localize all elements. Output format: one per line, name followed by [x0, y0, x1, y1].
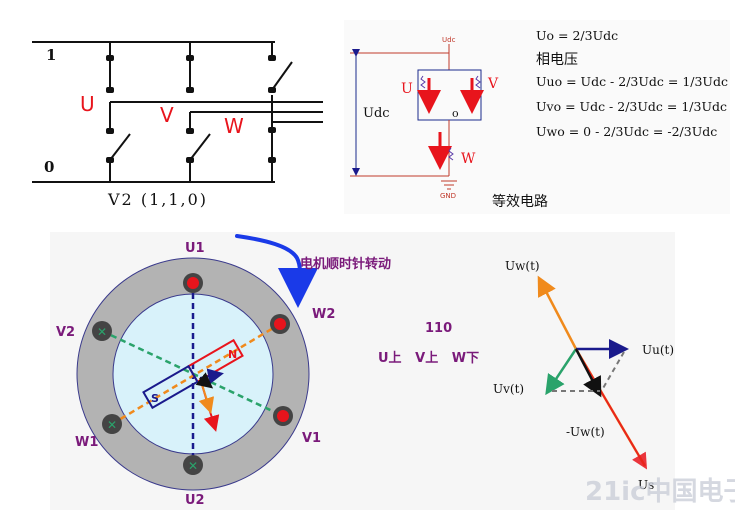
equation-phase-heading: 相电压: [536, 52, 578, 68]
equation-uuo: Uuo = Udc - 2/3Udc = 1/3Udc: [536, 74, 728, 89]
label-u2: U2: [185, 493, 205, 508]
equation-uo: Uo = 2/3Udc: [536, 28, 618, 43]
terminal-u2-icon: ✕: [183, 455, 203, 475]
equation-uwo: Uwo = 0 - 2/3Udc = -2/3Udc: [536, 124, 717, 139]
label-neg-uw: -Uw(t): [566, 425, 605, 439]
vector-state-label: V2 (1,1,0): [107, 190, 208, 209]
phase-current-arrows: [417, 78, 484, 170]
label-v2: V2: [56, 325, 75, 340]
udc-top-label: Udc: [442, 36, 456, 44]
rail-top-label: 1: [46, 46, 56, 64]
svg-text:✕: ✕: [107, 418, 117, 432]
rotation-arrow-icon: [235, 234, 319, 308]
switch-contacts: [109, 58, 293, 161]
equation-uvo: Uvo = Udc - 2/3Udc = 1/3Udc: [536, 99, 727, 114]
circuit-panel: [344, 20, 730, 214]
state-code: 110: [425, 321, 452, 336]
vector-diagram: [537, 275, 648, 470]
svg-text:✕: ✕: [97, 325, 107, 339]
label-uw: Uw(t): [505, 259, 540, 273]
phase-v-label: V: [160, 103, 174, 127]
phase-u-label: U: [80, 92, 95, 116]
label-uu: Uu(t): [642, 343, 674, 357]
circuit-w-label: W: [461, 151, 476, 167]
switch-dots: [106, 55, 276, 163]
terminal-w1-icon: ✕: [102, 414, 122, 434]
resistor-icons: [420, 75, 481, 161]
label-u1: U1: [185, 241, 205, 256]
gnd-label: GND: [440, 192, 456, 200]
terminal-v1-icon: [273, 406, 293, 426]
watermark-logo: 21ic中国电子网: [585, 477, 735, 507]
uv-vector: [545, 348, 578, 396]
label-uv: Uv(t): [493, 382, 524, 396]
gnd-icon: [441, 180, 457, 190]
switch-diagram: [32, 41, 323, 183]
resultant-vector: [574, 348, 602, 398]
circuit-v-label: V: [487, 76, 499, 92]
circuit-caption: 等效电路: [492, 193, 548, 210]
phase-w-label: W: [224, 114, 244, 138]
label-v1: V1: [302, 431, 321, 446]
circuit-u-label: U: [401, 81, 413, 97]
label-w2: W2: [312, 307, 335, 322]
motor-labels: U1 W2 V2 W1 V1 U2: [56, 241, 335, 508]
terminal-u1-icon: [183, 273, 203, 293]
svg-text:✕: ✕: [188, 459, 198, 473]
winding-terminals: ✕ ✕ ✕: [92, 273, 293, 475]
node-o-label: o: [452, 107, 459, 120]
uw-vector: [537, 275, 578, 350]
switch-states: U上 V上 W下: [378, 351, 479, 366]
terminal-v2-icon: ✕: [92, 321, 112, 341]
rotor-n-label: N: [228, 348, 237, 361]
vector-labels: Uw(t) Uu(t) Uv(t) -Uw(t) Us: [493, 259, 674, 492]
label-us: Us: [638, 478, 654, 492]
rail-bottom-label: 0: [44, 158, 54, 176]
rotor-s-label: S: [151, 392, 159, 405]
equations: Uo = 2/3Udc 相电压 Uuo = Udc - 2/3Udc = 1/3…: [536, 28, 728, 139]
rotation-note: 电机顺时针转动: [300, 256, 391, 272]
terminal-w2-icon: [270, 314, 290, 334]
label-w1: W1: [75, 435, 98, 450]
udc-label: Udc: [363, 106, 390, 121]
field-arrows: [195, 368, 224, 432]
